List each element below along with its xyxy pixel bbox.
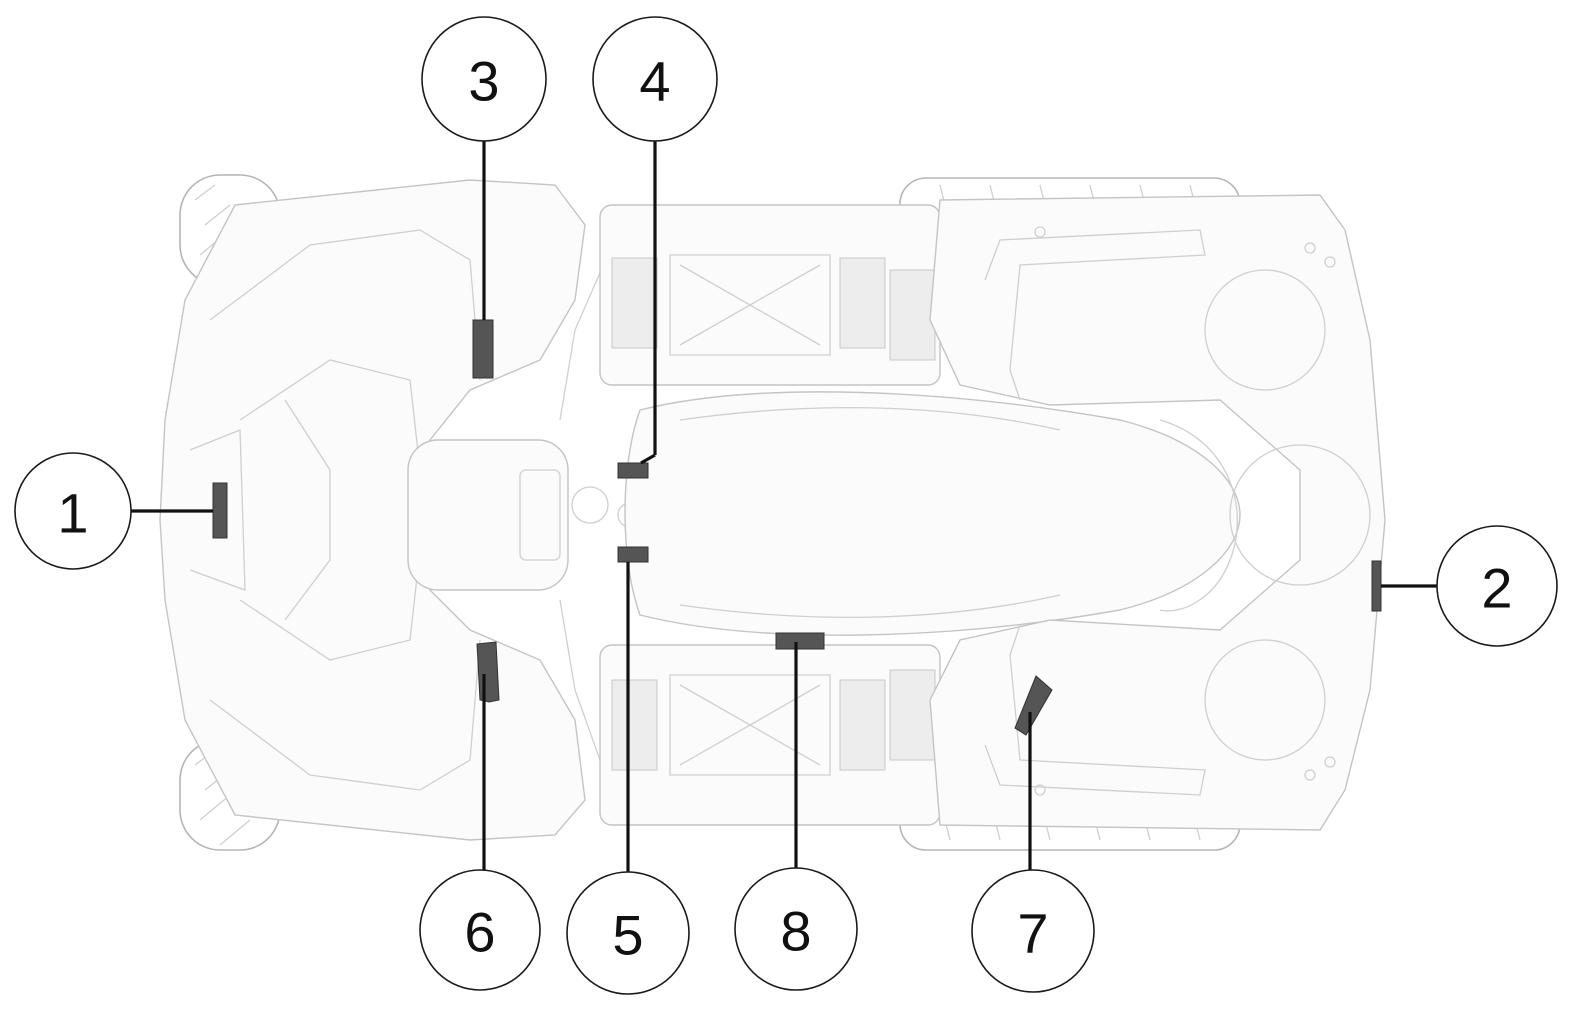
label-marks bbox=[212, 319, 1382, 736]
left-footwell bbox=[599, 204, 941, 386]
callout-number: 8 bbox=[780, 900, 811, 963]
seat bbox=[624, 391, 1241, 636]
callout-6: 6 bbox=[419, 869, 541, 991]
callout-number: 5 bbox=[612, 904, 643, 967]
label-mark-5 bbox=[617, 546, 649, 563]
label-mark-8 bbox=[775, 632, 825, 650]
callout-number: 3 bbox=[468, 50, 499, 113]
rear-body bbox=[929, 194, 1386, 831]
leader-lines bbox=[131, 141, 1438, 872]
leader-line-4b bbox=[640, 453, 656, 465]
callout-8: 8 bbox=[734, 867, 858, 991]
atv-illustration bbox=[159, 174, 1386, 851]
callout-number: 4 bbox=[639, 50, 670, 113]
label-mark-1 bbox=[212, 482, 228, 539]
callout-number: 6 bbox=[464, 901, 495, 964]
callout-5: 5 bbox=[566, 871, 690, 995]
instrument-cluster bbox=[407, 439, 569, 591]
label-mark-7 bbox=[1014, 675, 1053, 736]
right-footwell bbox=[599, 644, 941, 826]
callout-7: 7 bbox=[971, 869, 1095, 993]
callout-4: 4 bbox=[592, 16, 718, 142]
callout-number: 2 bbox=[1481, 557, 1512, 620]
callout-number: 1 bbox=[57, 482, 88, 545]
rear-rack-right bbox=[984, 624, 1206, 796]
label-mark-6 bbox=[476, 641, 500, 703]
callout-2: 2 bbox=[1436, 525, 1558, 647]
callout-3: 3 bbox=[421, 16, 547, 142]
label-mark-4 bbox=[617, 462, 649, 479]
label-mark-3 bbox=[472, 319, 494, 379]
label-mark-2 bbox=[1371, 560, 1382, 612]
callout-1: 1 bbox=[14, 452, 132, 570]
rear-rack-left bbox=[984, 229, 1206, 401]
callouts: 1 2 3 4 5 6 7 8 bbox=[14, 16, 1558, 995]
callout-number: 7 bbox=[1017, 902, 1048, 965]
